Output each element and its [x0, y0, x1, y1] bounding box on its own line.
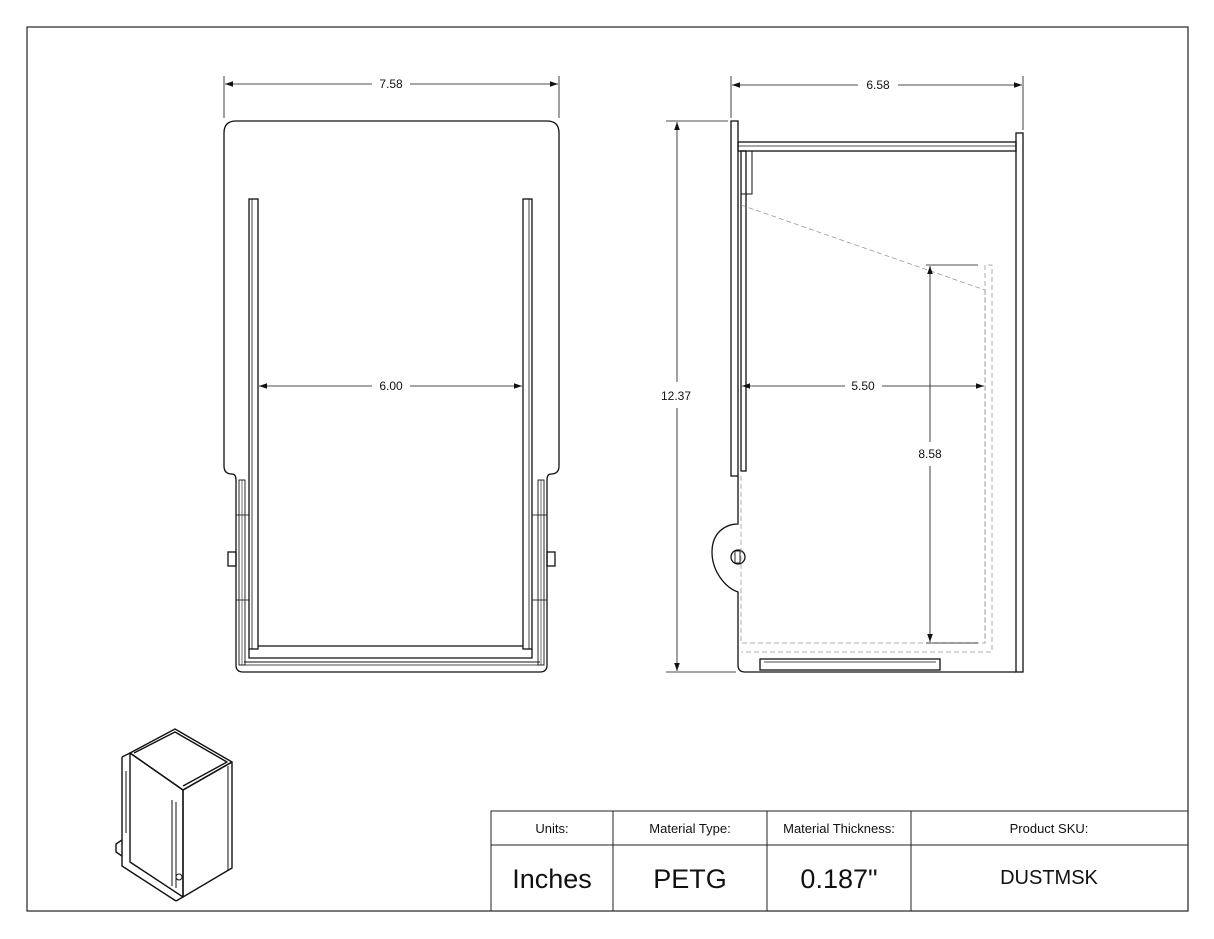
front-dimensions: [223, 76, 560, 389]
material-thickness-header: Material Thickness:: [783, 821, 895, 836]
title-block: [490, 810, 1189, 912]
material-thickness-value: 0.187": [800, 864, 877, 894]
material-type-header: Material Type:: [649, 821, 730, 836]
side-inner-height-label: 8.58: [918, 447, 942, 461]
side-overall-depth-label: 6.58: [866, 78, 890, 92]
side-inner-depth-label: 5.50: [851, 379, 875, 393]
side-hidden-lines: [740, 204, 993, 653]
front-view: [223, 120, 560, 673]
product-sku-header: Product SKU:: [1010, 821, 1089, 836]
side-dimensions: [666, 76, 1024, 673]
product-sku-value: DUSTMSK: [1000, 867, 1098, 889]
front-overall-width-label: 7.58: [379, 77, 403, 91]
isometric-view: [115, 728, 233, 902]
units-header: Units:: [535, 821, 568, 836]
front-inner-width-label: 6.00: [379, 379, 403, 393]
side-overall-height-label: 12.37: [661, 389, 691, 403]
units-value: Inches: [512, 864, 592, 894]
side-view: [711, 120, 1024, 673]
material-type-value: PETG: [653, 864, 727, 894]
